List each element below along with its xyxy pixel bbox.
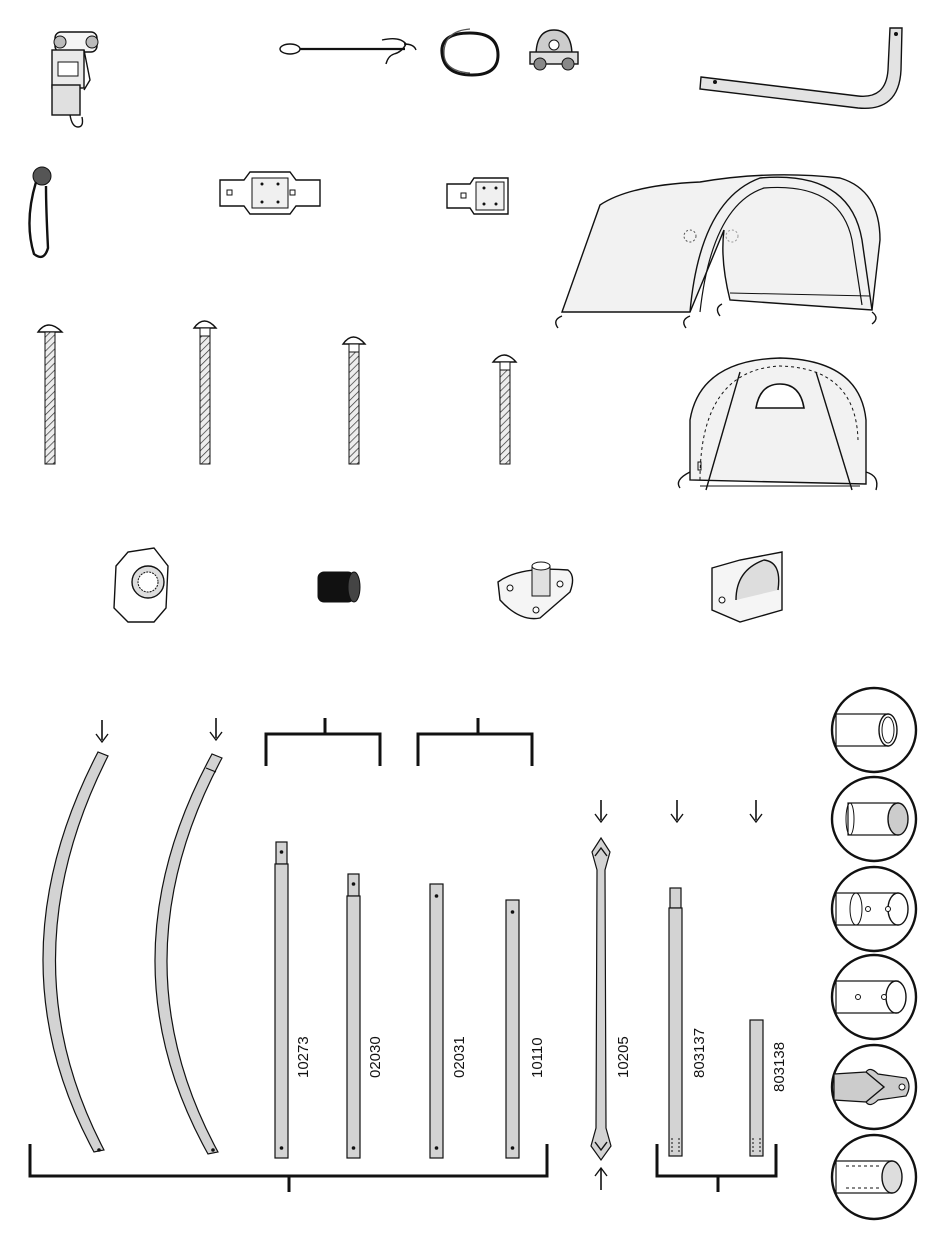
detail-circle-icon (832, 1135, 916, 1219)
carriage-bolt-icon (194, 321, 216, 464)
detail-circle-icon (832, 955, 916, 1039)
top-bracket (418, 718, 532, 766)
cross-connector-plate-icon (220, 172, 320, 214)
straight-pipe-icon: 10110 (506, 900, 546, 1158)
straight-pipe-icon: 02031 (430, 884, 468, 1158)
base-plate-icon (498, 562, 573, 619)
carriage-bolt-icon (493, 355, 516, 464)
curved-arch-pipe-icon (43, 752, 108, 1152)
straight-pipe-icon: 803137 (669, 888, 708, 1156)
ball-bungee-icon (29, 167, 51, 257)
part-number-label: 10205 (615, 1036, 632, 1078)
part-number-label: 803137 (691, 1028, 708, 1078)
part-number-label: 10110 (529, 1037, 546, 1078)
detail-circle-icon (832, 688, 916, 772)
detail-circle-icon (832, 777, 916, 861)
arrow-indicator (595, 800, 607, 822)
part-number-label: 02030 (367, 1036, 384, 1078)
straight-pipe-icon: 02030 (347, 874, 384, 1158)
corner-elbow-pipe-icon (700, 28, 902, 108)
part-number-label: 803138 (771, 1042, 788, 1092)
cable-coil-icon (442, 29, 498, 75)
arrow-indicator (750, 800, 762, 822)
detail-circle-icon (832, 867, 916, 951)
shelter-cover-icon (556, 175, 880, 328)
arrow-indicator (96, 720, 108, 742)
carriage-bolt-icon (38, 325, 62, 464)
ratchet-strap-icon (52, 32, 98, 127)
curved-arch-pipe-icon (155, 754, 222, 1154)
straight-pipe-icon: 803138 (750, 1020, 788, 1156)
part-number-label: 10273 (295, 1036, 312, 1078)
arrow-indicator (210, 718, 222, 740)
pipe-clip-icon (712, 552, 782, 622)
top-bracket (266, 718, 380, 766)
carriage-bolt-icon (343, 337, 365, 464)
ground-anchor-icon (280, 39, 416, 64)
straight-pipe-icon: 10273 (275, 842, 312, 1158)
part-number-label: 02031 (451, 1036, 468, 1078)
hex-nut-icon (114, 548, 168, 622)
end-panel-icon (678, 358, 877, 490)
arrow-indicator-up (595, 1168, 607, 1190)
flattened-end-pipe-icon: 10205 (591, 838, 632, 1160)
end-cap-icon (318, 572, 360, 602)
detail-circle-icon (832, 1045, 916, 1129)
cable-clamp-icon (530, 30, 578, 70)
end-connector-plate-icon (447, 178, 508, 214)
arrow-indicator (671, 800, 683, 822)
